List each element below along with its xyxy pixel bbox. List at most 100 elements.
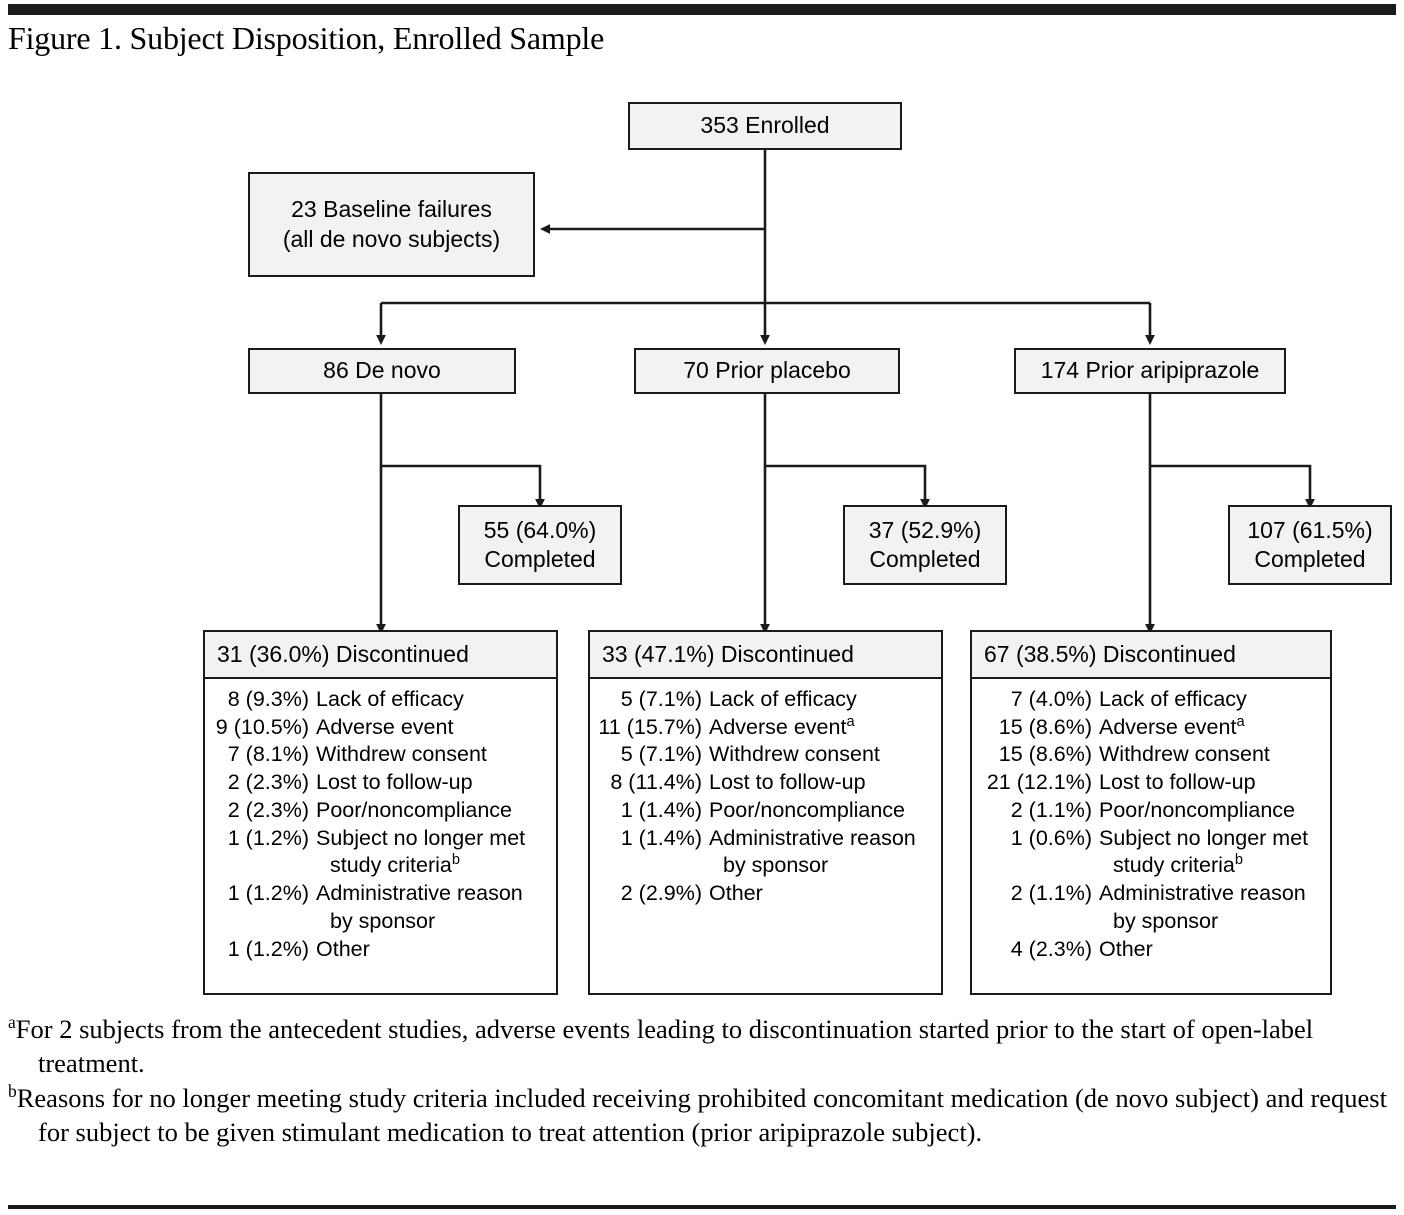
reason-label: Other xyxy=(709,881,763,906)
reason-count: 7 (8.1%) xyxy=(227,742,309,767)
baseline-failures-line-2: (all de novo subjects) xyxy=(282,225,501,252)
footnote-marker: b xyxy=(8,1081,17,1102)
baseline-failures-line-1: 23 Baseline failures xyxy=(291,196,492,223)
completed-prior-aripiprazole-label: Completed xyxy=(1254,546,1366,572)
reason-label: Lack of efficacy xyxy=(316,687,464,711)
node-arm-prior-placebo: 70 Prior placebo xyxy=(634,348,900,394)
completed-de-novo-count: 55 (64.0%) xyxy=(483,516,597,543)
completed-prior-placebo-label: Completed xyxy=(869,546,981,572)
footnote-marker: a xyxy=(846,713,855,730)
reason-label: Lack of efficacy xyxy=(709,687,857,711)
discontinuation-reason: 2 (1.1%) Poor/noncompliance xyxy=(980,797,1322,825)
reason-count: 2 (1.1%) xyxy=(1010,881,1092,906)
discontinuation-reason: 5 (7.1%) Lack of efficacy xyxy=(598,686,933,714)
footnote-a: aFor 2 subjects from the antecedent stud… xyxy=(8,1012,1314,1079)
reason-label: Withdrew consent xyxy=(709,742,880,767)
discontinuation-reason: 2 (2.9%) Other xyxy=(598,880,933,908)
panel-discontinued-de-novo: 31 (36.0%) Discontinued 8 (9.3%) Lack of … xyxy=(203,630,558,995)
footnote-marker: a xyxy=(8,1012,16,1033)
node-completed-de-novo: 55 (64.0%) Completed xyxy=(458,505,622,585)
reason-label: Lost to follow-up xyxy=(709,770,866,795)
reason-count: 11 (15.7%) xyxy=(598,714,702,739)
discontinuation-reason: 21 (12.1%) Lost to follow-up xyxy=(980,769,1322,797)
discontinuation-reason: 4 (2.3%) Other xyxy=(980,936,1322,964)
reason-label-continued: study criteriab xyxy=(1113,852,1244,878)
discontinuation-reason: 2 (2.3%) Poor/noncompliance xyxy=(213,797,548,825)
footnotes: aFor 2 subjects from the antecedent stud… xyxy=(8,1012,1400,1150)
footnote-marker: b xyxy=(451,852,461,869)
reason-count: 4 (2.3%) xyxy=(1010,936,1092,961)
reason-label: Adverse eventa xyxy=(709,713,855,739)
figure-title: Figure 1. Subject Disposition, Enrolled … xyxy=(8,20,605,56)
node-enrolled: 353 Enrolled xyxy=(628,102,902,150)
completed-de-novo-label: Completed xyxy=(484,546,596,572)
reason-label-continued: by sponsor xyxy=(1113,908,1219,933)
reason-count: 5 (7.1%) xyxy=(620,687,702,711)
discontinuation-reason: 15 (8.6%) Adverse eventa xyxy=(980,714,1322,742)
reason-label-continued: by sponsor xyxy=(330,908,436,933)
discontinuation-reason: 2 (2.3%)Lost to follow-up xyxy=(213,769,548,797)
top-rule xyxy=(8,4,1396,15)
reason-label-continued: study criteriab xyxy=(330,852,461,878)
reason-label: Poor/noncompliance xyxy=(316,797,513,822)
node-enrolled-label: 353 Enrolled xyxy=(700,112,830,139)
reason-count: 9 (10.5%) xyxy=(215,714,309,739)
reason-count: 1 (0.6%) xyxy=(1010,825,1092,850)
reason-count: 15 (8.6%) xyxy=(998,714,1092,739)
reason-count: 2 (1.1%) xyxy=(1010,797,1092,822)
discontinued-de-novo-reasons: 8 (9.3%) Lack of efficacy 9 (10.5%) Adverse… xyxy=(205,679,556,971)
reason-label: Withdrew consent xyxy=(1099,742,1270,767)
reason-label: Lost to follow-up xyxy=(1099,770,1256,795)
reason-label: Other xyxy=(316,936,370,961)
node-baseline-failures: 23 Baseline failures (all de novo subjec… xyxy=(248,172,535,277)
reason-label: Lost to follow-up xyxy=(316,770,473,795)
discontinuation-reason: 8 (9.3%) Lack of efficacy xyxy=(213,686,548,714)
node-arm-prior-aripiprazole: 174 Prior aripiprazole xyxy=(1014,348,1286,394)
reason-label-continued: by sponsor xyxy=(723,853,829,878)
reason-label: Adverse eventa xyxy=(1099,713,1245,739)
reason-label: Lack of efficacy xyxy=(1099,687,1247,711)
panel-discontinued-prior-placebo: 33 (47.1%) Discontinued 5 (7.1%)Lack of … xyxy=(588,630,943,995)
reason-label: Poor/noncompliance xyxy=(709,797,906,822)
reason-count: 5 (7.1%) xyxy=(620,742,702,767)
discontinuation-reason: 1 (1.2%) Other xyxy=(213,936,548,964)
footnote-marker: a xyxy=(1236,713,1245,730)
discontinuation-reason: 5 (7.1%) Withdrew consent xyxy=(598,741,933,769)
reason-count: 2 (2.9%) xyxy=(620,881,702,906)
node-completed-prior-aripiprazole: 107 (61.5%) Completed xyxy=(1228,505,1392,585)
reason-count: 1 (1.2%) xyxy=(227,936,309,961)
discontinuation-reason: 7 (4.0%)Lack of efficacy xyxy=(980,686,1322,714)
panel-discontinued-prior-aripiprazole: 67 (38.5%) Discontinued 7 (4.0%)Lack of … xyxy=(970,630,1332,995)
reason-count: 21 (12.1%) xyxy=(986,770,1092,795)
reason-label: Withdrew consent xyxy=(316,742,487,767)
completed-prior-aripiprazole-count: 107 (61.5%) xyxy=(1247,516,1373,543)
node-arm-de-novo: 86 De novo xyxy=(248,348,516,394)
reason-label: Other xyxy=(1099,936,1153,961)
reason-count: 1 (1.4%) xyxy=(620,825,702,850)
arm-prior-placebo-label: 70 Prior placebo xyxy=(683,357,851,384)
discontinuation-reason: 15 (8.6%) Withdrew consent xyxy=(980,741,1322,769)
discontinued-de-novo-header: 31 (36.0%) Discontinued xyxy=(205,632,556,679)
discontinued-prior-placebo-reasons: 5 (7.1%) Lack of efficacy 11 (15.7%) Advers… xyxy=(590,679,941,916)
discontinuation-reason: 8 (11.4%)Lost to follow-up xyxy=(598,769,933,797)
reason-label: Adverse event xyxy=(316,714,454,739)
reason-count: 2 (2.3%) xyxy=(227,797,309,822)
discontinuation-reason: 7 (8.1%) Withdrew consent xyxy=(213,741,548,769)
reason-count: 1 (1.2%) xyxy=(227,881,309,906)
reason-label: Poor/noncompliance xyxy=(1099,797,1296,822)
reason-count: 15 (8.6%) xyxy=(998,742,1092,767)
reason-count: 8 (9.3%) xyxy=(227,687,309,711)
discontinuation-reason: 11 (15.7%) Adverse eventa xyxy=(598,714,933,742)
